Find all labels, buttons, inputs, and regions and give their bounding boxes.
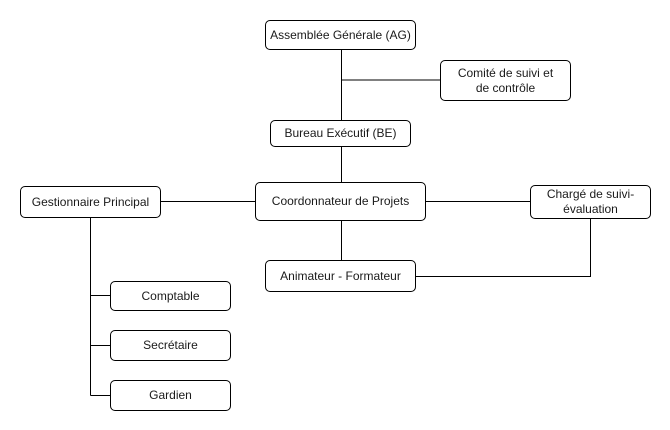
node-bureau-executif[interactable]: Bureau Exécutif (BE) [270,120,411,147]
edge-charge-animateur [415,218,591,277]
node-assemblee-generale[interactable]: Assemblée Générale (AG) [265,20,416,50]
node-comptable[interactable]: Comptable [110,281,231,311]
node-secretaire[interactable]: Secrétaire [110,330,231,361]
node-comite-suivi[interactable]: Comité de suivi et de contrôle [440,60,571,101]
node-gardien[interactable]: Gardien [110,380,231,411]
node-animateur[interactable]: Animateur - Formateur [265,260,416,292]
node-charge-suivi[interactable]: Chargé de suivi-évaluation [530,185,651,219]
node-gestionnaire[interactable]: Gestionnaire Principal [20,186,161,218]
node-coordonnateur[interactable]: Coordonnateur de Projets [255,182,426,221]
